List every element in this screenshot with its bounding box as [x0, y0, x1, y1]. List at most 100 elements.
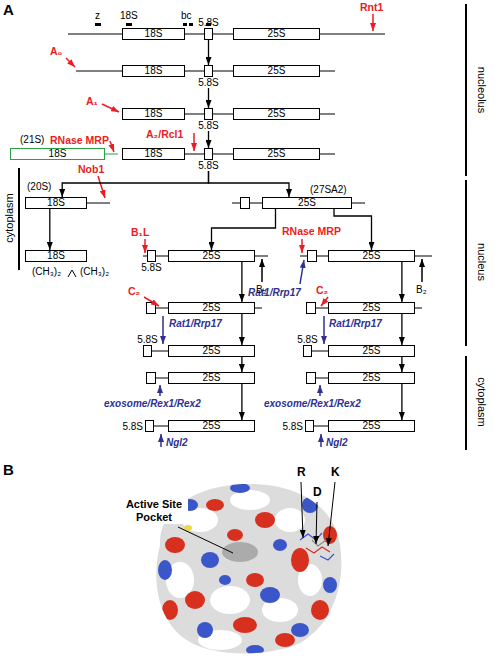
leader-line — [178, 527, 233, 553]
rrna-segment-box: 18S — [122, 28, 185, 40]
segment-label: 25S — [203, 346, 221, 356]
segment-label: 5.8S — [141, 262, 162, 273]
segment-label: 18S — [47, 198, 65, 208]
compartment-bar — [19, 4, 466, 450]
rrna-segment-box: 25S — [168, 420, 255, 432]
segment-label: 25S — [268, 109, 286, 119]
rrna-segment-box: 18S — [25, 197, 87, 209]
rrna-line — [68, 34, 432, 426]
rrna-segment — [204, 65, 213, 77]
annotation-label: Rat1/Rrp17 — [169, 318, 222, 330]
annotation-label: Rat1/Rrp17 — [248, 287, 301, 299]
segment-label: 25S — [363, 373, 381, 383]
processing-arrow — [401, 357, 402, 372]
rrna-segment-box: 25S — [328, 302, 415, 314]
rrna-segment — [204, 148, 213, 160]
rrna-segment — [147, 250, 156, 262]
small-segment: 5.8S — [137, 334, 158, 357]
annotation-label: (21S) — [20, 134, 44, 146]
annotation-label: nucleolus — [476, 67, 488, 113]
segment-label: 25S — [363, 251, 381, 261]
rrna-segment-box: 25S — [168, 345, 255, 357]
rrna-segment — [143, 345, 152, 357]
annotation-label: z — [95, 10, 100, 22]
rrna-segment-box: 25S — [168, 372, 255, 384]
annotation-label: C₂ — [128, 285, 140, 297]
annotation-label: (27SA2) — [310, 184, 347, 196]
small-segment: 5.8S — [198, 17, 219, 40]
annotation-label: RNase MRP — [282, 225, 341, 237]
annotation-label: Active Site Pocket — [120, 498, 188, 524]
rrna-segment — [305, 420, 314, 432]
annotation-label: (CH₃)₂ — [80, 266, 109, 278]
trimming-arrow — [160, 260, 324, 447]
probe-mark — [95, 23, 211, 26]
segment-label: 25S — [203, 303, 221, 313]
rrna-segment-box: 25S — [233, 65, 320, 77]
segment-label: 18S — [145, 66, 163, 76]
rrna-segment-box: 25S — [328, 420, 415, 432]
annotation-label: B — [3, 462, 14, 478]
annotation-label: cytoplasm — [3, 193, 15, 243]
segment-label: 5.8S — [198, 160, 219, 171]
rrna-segment-box: 18S — [10, 148, 105, 160]
processing-arrow — [401, 262, 402, 302]
annotation-label: Ngl2 — [326, 437, 348, 449]
annotation-label: D — [313, 486, 322, 499]
segment-label: 18S — [145, 149, 163, 159]
annotation-label: K — [331, 466, 340, 479]
small-segment: 5.8S — [282, 420, 314, 432]
segment-label: 18S — [47, 251, 65, 261]
methyl-caret — [68, 270, 76, 277]
rrna-segment-box: 25S — [168, 302, 255, 314]
annotation-label: B₁L — [131, 226, 149, 238]
processing-arrow — [208, 131, 209, 148]
segment-label: 25S — [203, 373, 221, 383]
rrna-segment-box: 18S — [122, 108, 185, 120]
rrna-segment-box: 18S — [25, 250, 87, 262]
annotation-label: RNase MRP — [50, 134, 109, 146]
rrna-line — [105, 154, 118, 155]
segment-label: 25S — [268, 66, 286, 76]
rrna-segment-box: 25S — [328, 250, 415, 262]
annotation-label: B₂ — [416, 284, 427, 296]
residue-pointer — [301, 482, 335, 546]
segment-label: 5.8S — [297, 334, 318, 345]
processing-arrow — [401, 384, 402, 420]
processing-arrow — [208, 88, 209, 108]
annotation-label: 18S — [120, 10, 138, 22]
segment-label: 18S — [145, 109, 163, 119]
rrna-segment — [145, 420, 154, 432]
annotation-label: Ngl2 — [166, 437, 188, 449]
annotation-label: cytoplasm — [476, 377, 488, 427]
annotation-label: nucleus — [476, 243, 488, 281]
annotation-label: A — [3, 2, 14, 18]
rrna-segment-box: 18S — [122, 65, 185, 77]
annotation-label: Rnt1 — [360, 1, 383, 13]
annotation-label: A₂/Rcl1 — [146, 128, 183, 140]
annotation-label: exosome/Rex1/Rex2 — [104, 398, 201, 410]
rrna-segment-box: 18S — [122, 148, 185, 160]
small-segment: 5.8S — [198, 108, 219, 131]
small-segment: 5.8S — [122, 420, 154, 432]
segment-label: 25S — [203, 251, 221, 261]
segment-label: 25S — [298, 198, 316, 208]
rrna-segment-box: 25S — [262, 197, 352, 209]
annotation-label: (CH₃)₂ — [32, 266, 61, 278]
segment-label: 25S — [268, 149, 286, 159]
segment-label: 25S — [203, 421, 221, 431]
processing-arrow — [241, 262, 242, 302]
processing-arrow — [241, 384, 242, 420]
small-segment: 5.8S — [141, 250, 162, 273]
annotation-label: R — [297, 466, 306, 479]
rrna-segment — [204, 108, 213, 120]
processing-arrow — [401, 314, 402, 345]
rrna-segment — [303, 345, 312, 357]
b2-arrow — [262, 259, 422, 282]
rrna-segment-box: 25S — [328, 345, 415, 357]
rrna-segment-box: 25S — [233, 148, 320, 160]
rrna-segment-box: 25S — [233, 28, 320, 40]
rrna-segment-box: 25S — [168, 250, 255, 262]
annotation-label: Nob1 — [78, 163, 104, 175]
